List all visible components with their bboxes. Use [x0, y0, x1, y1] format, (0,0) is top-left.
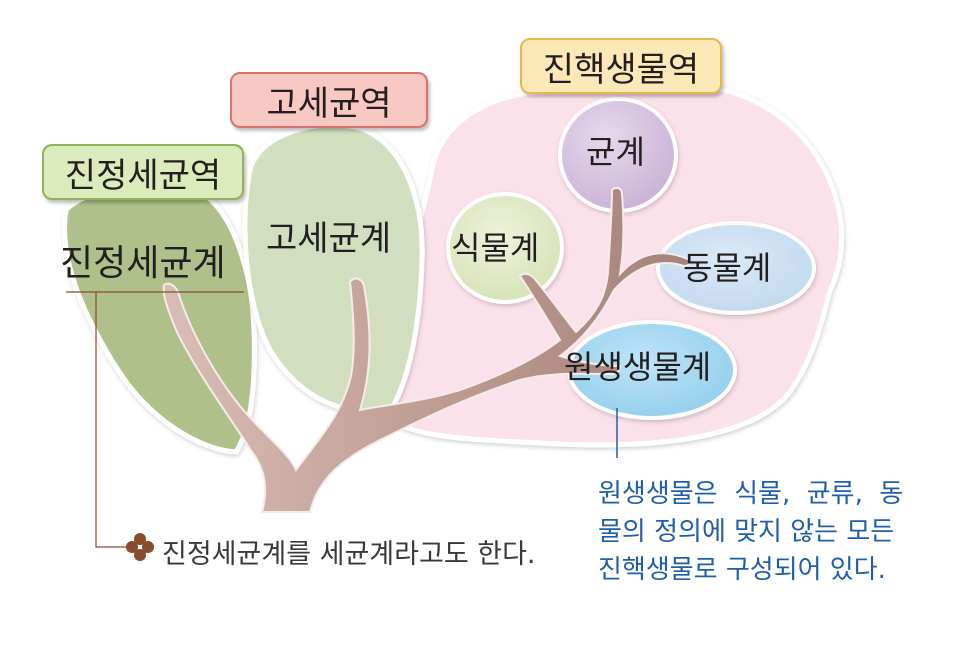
domain-label-eukarya: 진핵생물역	[520, 38, 722, 94]
kingdom-label-protist: 원생생물계	[564, 348, 712, 386]
animal-ellipse	[656, 221, 816, 315]
kingdom-label-archaea: 고세균계	[266, 219, 392, 259]
kingdom-label-fungi: 균계	[586, 133, 645, 171]
archaea-leaf	[242, 122, 425, 414]
kingdom-label-bacteria: 진정세균계	[60, 243, 226, 284]
tree-trunk	[162, 186, 692, 513]
bacteria-callout-line	[66, 291, 244, 548]
note-marker-icon	[126, 533, 154, 561]
kingdom-label-animal: 동물계	[683, 249, 772, 287]
domain-label-bacteria: 진정세균역	[42, 144, 244, 200]
protist-note: 원생생물은 식물, 균류, 동 물의 정의에 맞지 않는 모든 진핵생물로 구성…	[598, 479, 904, 585]
plant-ellipse	[446, 192, 564, 304]
domain-label-archaea: 고세균역	[230, 72, 428, 128]
kingdom-label-plant: 식물계	[451, 229, 540, 267]
bacteria-note: 진정세균계를 세균계라고도 한다.	[162, 539, 536, 570]
